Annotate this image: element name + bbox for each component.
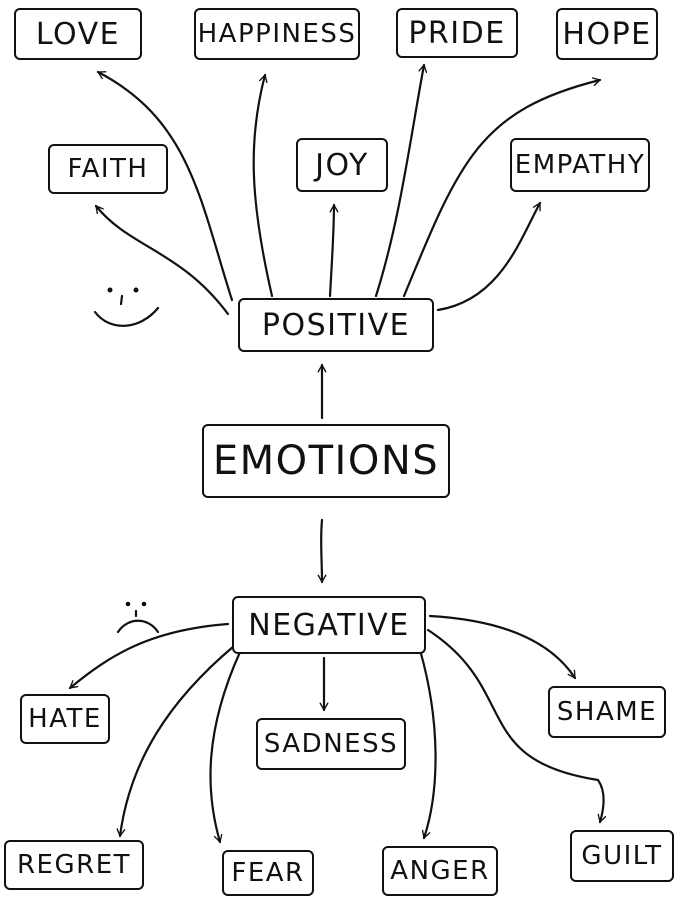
arrow-positive-to-pride <box>374 63 428 298</box>
node-shame-label: SHAME <box>556 697 658 727</box>
arrow-positive-to-happiness <box>252 73 274 298</box>
arrow-positive-to-empathy <box>436 201 542 312</box>
node-fear-label: FEAR <box>231 858 305 888</box>
node-love: LOVE <box>14 8 142 60</box>
node-regret-label: REGRET <box>16 850 131 880</box>
node-positive-label: POSITIVE <box>261 307 411 343</box>
arrow-emotions-to-negative <box>317 518 327 584</box>
node-hope: HOPE <box>556 8 658 60</box>
node-sadness-label: SADNESS <box>263 729 399 759</box>
node-guilt-label: GUILT <box>581 841 663 871</box>
node-anger-label: ANGER <box>390 856 490 886</box>
arrow-negative-to-shame <box>428 614 577 680</box>
node-pride-label: PRIDE <box>408 15 506 51</box>
node-shame: SHAME <box>548 686 666 738</box>
arrow-negative-to-guilt <box>426 628 607 824</box>
node-joy: JOY <box>296 138 388 192</box>
node-love-label: LOVE <box>35 16 121 52</box>
node-negative: NEGATIVE <box>232 596 426 654</box>
node-fear: FEAR <box>222 850 314 896</box>
arrow-positive-to-joy <box>328 203 339 298</box>
node-happiness-label: HAPPINESS <box>197 19 357 49</box>
arrow-positive-to-hope <box>402 77 602 298</box>
node-hate-label: HATE <box>28 704 102 734</box>
arrow-negative-to-anger <box>418 648 437 840</box>
node-happiness: HAPPINESS <box>194 8 360 60</box>
node-guilt: GUILT <box>570 830 674 882</box>
frowny-face-icon <box>116 601 160 634</box>
node-faith-label: FAITH <box>67 154 149 184</box>
node-negative-label: NEGATIVE <box>248 607 410 643</box>
node-faith: FAITH <box>48 144 168 194</box>
arrow-negative-to-fear <box>209 650 242 844</box>
node-pride: PRIDE <box>396 8 518 58</box>
node-anger: ANGER <box>382 846 498 896</box>
arrow-negative-to-hate <box>68 622 230 690</box>
node-emotions: EMOTIONS <box>202 424 450 498</box>
node-hate: HATE <box>20 694 110 744</box>
node-regret: REGRET <box>4 840 144 890</box>
node-emotions-label: EMOTIONS <box>212 438 440 484</box>
node-empathy: EMPATHY <box>510 138 650 192</box>
node-hope-label: HOPE <box>562 16 652 52</box>
node-positive: POSITIVE <box>238 298 434 352</box>
smiley-face-icon <box>93 287 160 327</box>
node-joy-label: JOY <box>315 147 369 183</box>
arrow-positive-to-love <box>96 70 234 302</box>
arrow-negative-to-regret <box>116 644 236 838</box>
arrow-positive-to-faith <box>94 204 230 316</box>
node-sadness: SADNESS <box>256 718 406 770</box>
node-empathy-label: EMPATHY <box>514 150 646 180</box>
